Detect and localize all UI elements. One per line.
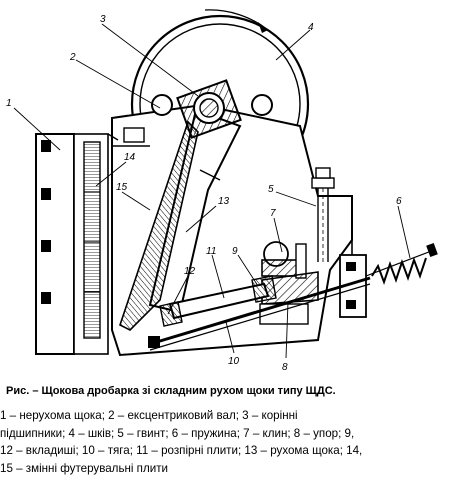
tie-rod <box>148 276 371 351</box>
legend-line: 15 – змінні футерувальні плити <box>0 461 168 475</box>
callout-6: 6 <box>396 196 402 207</box>
wedge <box>261 241 307 279</box>
callout-7: 7 <box>270 208 276 219</box>
callout-9: 9 <box>232 246 238 257</box>
callout-labels: 1 2 3 4 5 6 7 8 9 10 11 12 13 14 15 <box>6 14 402 373</box>
callout-5: 5 <box>268 184 274 195</box>
fixed-jaw <box>35 133 119 355</box>
callout-12: 12 <box>184 266 196 277</box>
adjustment-screw <box>311 167 335 262</box>
callout-8: 8 <box>282 362 288 373</box>
callout-15: 15 <box>116 182 128 193</box>
callout-3: 3 <box>100 14 106 25</box>
figure-caption: Рис. – Щокова дробарка зі складним рухом… <box>6 385 336 397</box>
spring <box>365 242 438 285</box>
toggle-plates <box>159 275 277 327</box>
jaw-crusher-diagram: 1 2 3 4 5 6 7 8 9 10 11 12 13 14 15 <box>6 9 438 373</box>
leader-lines <box>13 23 411 359</box>
legend-line: підшипники; 4 – шків; 5 – гвинт; 6 – пру… <box>0 426 355 440</box>
callout-11: 11 <box>206 246 216 257</box>
callout-1: 1 <box>6 98 12 109</box>
legend-line: 1 – нерухома щока; 2 – ексцентриковий ва… <box>0 409 298 422</box>
callout-14: 14 <box>124 152 136 163</box>
callout-2: 2 <box>69 52 76 63</box>
figure-legend: 1 – нерухома щока; 2 – ексцентриковий ва… <box>0 407 450 477</box>
callout-13: 13 <box>218 196 230 207</box>
fixed-jaw-lining-plate <box>83 141 101 339</box>
eccentric-shaft <box>151 79 273 139</box>
legend-line: 12 – вкладиші; 10 – тяга; 11 – розпірні … <box>0 444 363 457</box>
callout-4: 4 <box>308 22 314 33</box>
callout-10: 10 <box>228 356 240 367</box>
